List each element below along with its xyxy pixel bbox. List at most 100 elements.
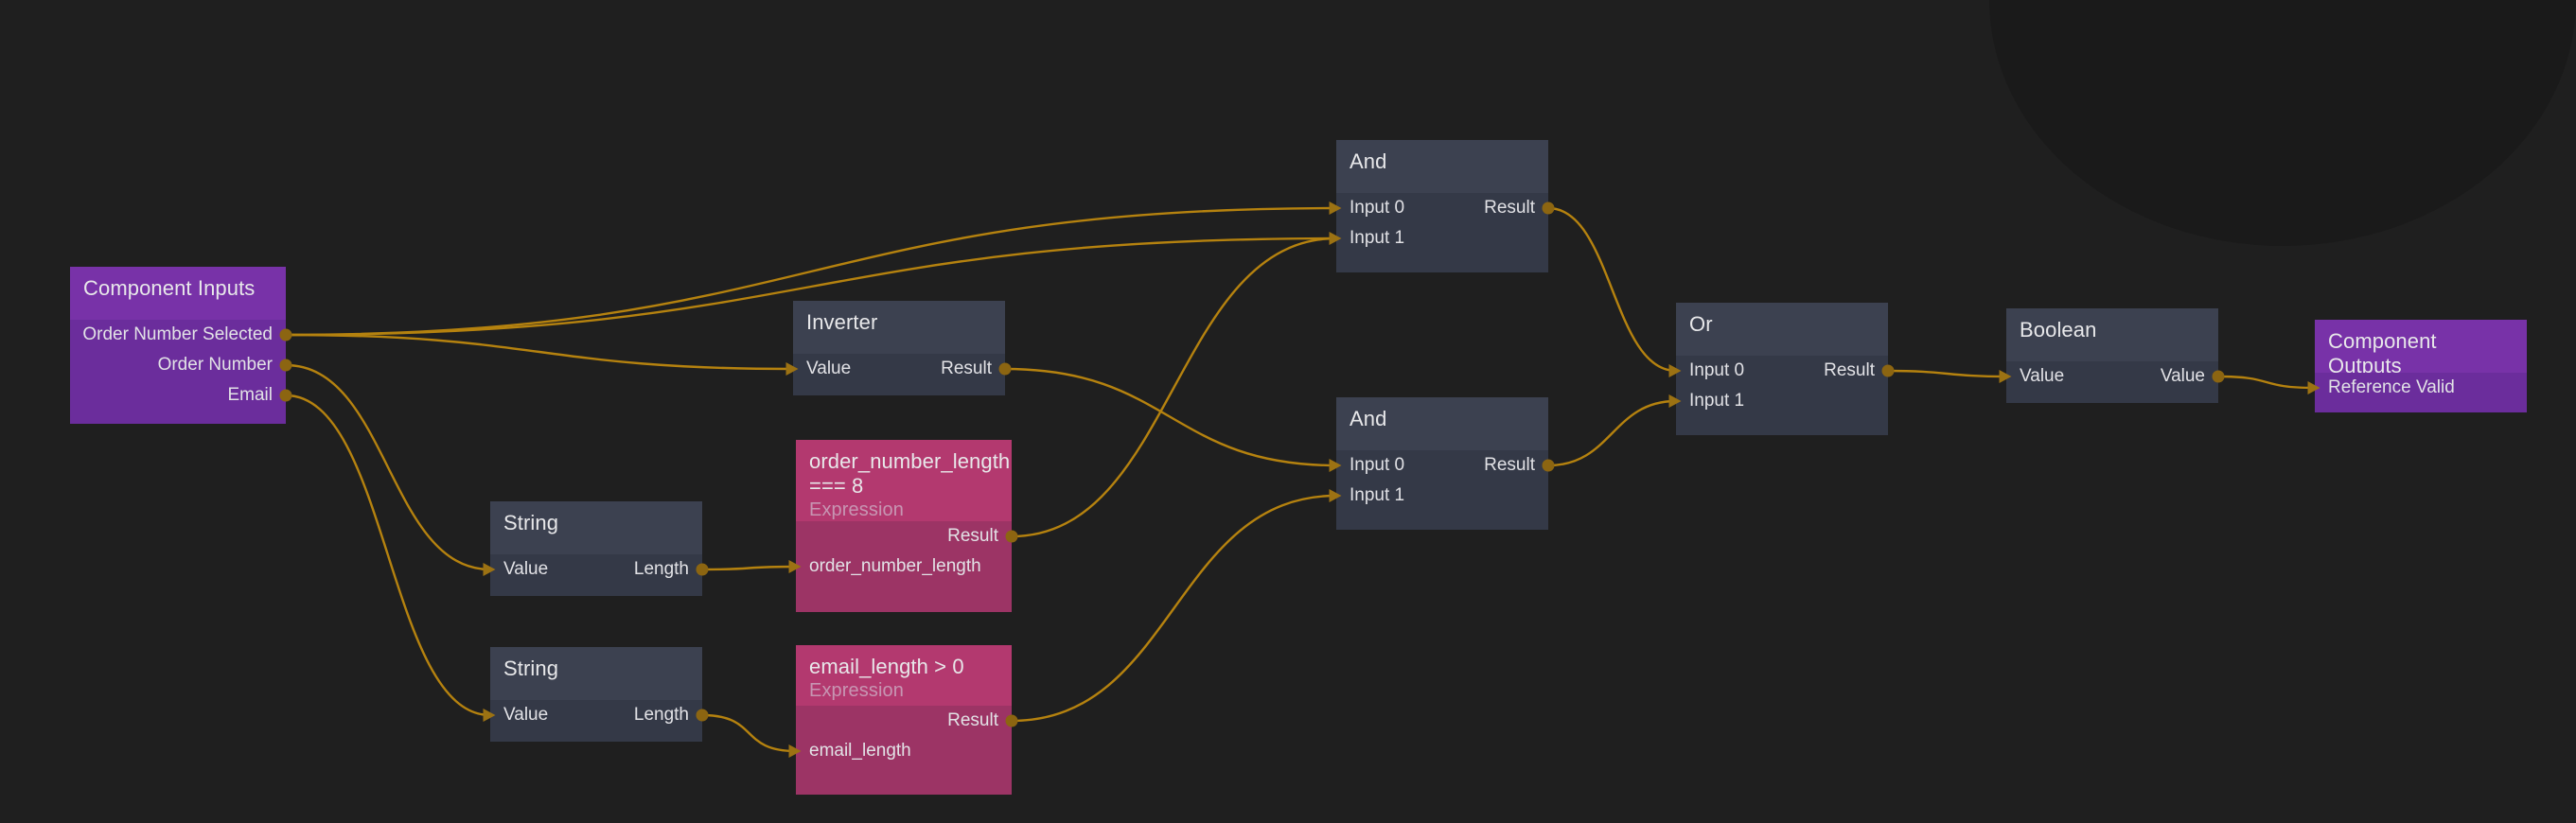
input-arrow-icon[interactable]	[1329, 232, 1342, 245]
node-subtitle: Expression	[809, 499, 904, 520]
input-arrow-icon[interactable]	[1329, 201, 1342, 215]
output-port-label: Length	[633, 559, 689, 579]
input-arrow-icon[interactable]	[2307, 381, 2320, 394]
edge-order-number-to-string-order-value[interactable]	[285, 363, 491, 571]
output-port-label: Result	[941, 359, 992, 378]
output-port-dot[interactable]	[1542, 459, 1555, 472]
node-title: order_number_length === 8	[809, 449, 1011, 498]
input-port-label: Value	[806, 359, 852, 378]
port-row: Order Number Selected	[70, 320, 292, 350]
input-arrow-icon[interactable]	[788, 560, 802, 573]
node-body-component-outputs: Reference Valid	[2307, 373, 2527, 412]
port-row: Value Length	[483, 554, 709, 585]
node-title: Inverter	[806, 310, 878, 334]
node-header-component-inputs[interactable]: Component Inputs	[70, 267, 286, 320]
node-header-boolean[interactable]: Boolean	[2006, 308, 2218, 361]
edge-email-to-string-email-value[interactable]	[285, 394, 491, 717]
output-port-dot[interactable]	[279, 389, 292, 402]
node-title: And	[1350, 149, 1387, 173]
input-port-label: Reference Valid	[2328, 377, 2455, 397]
input-port-label: Input 1	[1689, 391, 1745, 411]
port-row: order_number_length	[788, 552, 1012, 582]
input-arrow-icon[interactable]	[1668, 394, 1682, 408]
node-header-component-outputs[interactable]: Component Outputs	[2315, 320, 2527, 377]
edge-order-number-selected-to-inverter-value[interactable]	[285, 333, 794, 371]
node-header-or[interactable]: Or	[1676, 303, 1888, 356]
port-row: Input 1	[1668, 386, 1888, 416]
edge-and-bottom-result-to-or-input1[interactable]	[1547, 399, 1677, 467]
output-port-dot[interactable]	[1881, 364, 1895, 377]
output-port-dot[interactable]	[1005, 714, 1018, 727]
node-header-and-bottom[interactable]: And	[1336, 397, 1548, 450]
output-port-dot[interactable]	[696, 709, 709, 722]
edge-string-order-length-to-expr-order-length[interactable]	[701, 565, 797, 571]
port-row: Email	[70, 380, 292, 411]
edge-and-top-result-to-or-input0[interactable]	[1547, 206, 1677, 373]
output-port-dot[interactable]	[998, 362, 1012, 376]
port-row: Reference Valid	[2307, 373, 2527, 403]
output-port-label: Result	[1824, 360, 1875, 380]
output-port-dot[interactable]	[279, 359, 292, 372]
node-header-string-email[interactable]: String	[490, 647, 702, 700]
port-row: Input 1	[1329, 223, 1548, 254]
node-title: And	[1350, 407, 1387, 430]
node-header-and-top[interactable]: And	[1336, 140, 1548, 193]
node-title: Or	[1689, 312, 1713, 336]
input-arrow-icon[interactable]	[483, 563, 496, 576]
output-port-dot[interactable]	[279, 328, 292, 341]
node-header-string-order-number[interactable]: String	[490, 501, 702, 554]
output-port-dot[interactable]	[2212, 370, 2225, 383]
input-port-label: Value	[503, 559, 549, 579]
input-arrow-icon[interactable]	[1329, 489, 1342, 502]
edge-boolean-value-to-component-outputs[interactable]	[2217, 375, 2316, 390]
input-port-label: Input 1	[1350, 228, 1405, 248]
node-subtitle: Expression	[809, 679, 904, 701]
input-arrow-icon[interactable]	[785, 362, 799, 376]
input-port-label: Input 0	[1350, 455, 1405, 475]
edge-expr-order-result-to-and-top-input1[interactable]	[1011, 236, 1337, 538]
edge-string-email-length-to-expr-email-length[interactable]	[701, 713, 797, 753]
edge-or-result-to-boolean-value[interactable]	[1887, 369, 2007, 378]
input-port-label: email_length	[809, 741, 911, 761]
input-port-label: Input 1	[1350, 485, 1405, 505]
port-row: Result	[796, 706, 1018, 736]
output-port-dot[interactable]	[1542, 201, 1555, 215]
node-header-inverter[interactable]: Inverter	[793, 301, 1005, 354]
output-port-dot[interactable]	[1005, 530, 1018, 543]
input-arrow-icon[interactable]	[1668, 364, 1682, 377]
input-port-label: order_number_length	[809, 556, 981, 576]
input-port-label: Value	[2020, 366, 2065, 386]
output-port-dot[interactable]	[696, 563, 709, 576]
input-arrow-icon[interactable]	[483, 709, 496, 722]
input-port-label: Input 0	[1689, 360, 1745, 380]
edge-expr-email-result-to-and-bottom-input1[interactable]	[1011, 494, 1337, 723]
input-arrow-icon[interactable]	[1329, 459, 1342, 472]
node-body-expression-email-length: Result email_length	[788, 706, 1018, 795]
input-arrow-icon[interactable]	[1999, 370, 2012, 383]
input-arrow-icon[interactable]	[788, 744, 802, 758]
edge-inverter-result-to-and-bottom-input0[interactable]	[1004, 367, 1337, 467]
